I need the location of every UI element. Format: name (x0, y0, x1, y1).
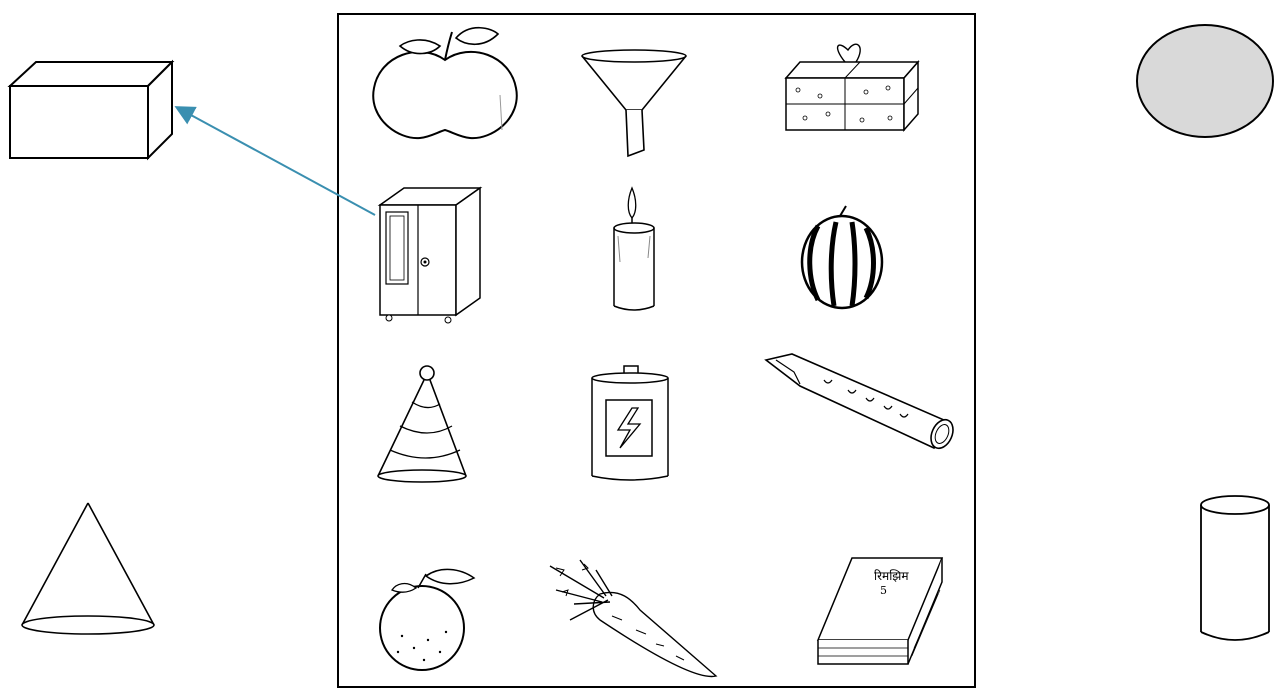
sphere-icon[interactable] (1137, 25, 1273, 137)
cupboard-icon[interactable] (380, 188, 480, 323)
cuboid-icon[interactable] (10, 62, 172, 158)
book-title-text: रिमझिम (874, 569, 909, 583)
cone-icon[interactable] (22, 503, 154, 634)
cylinder-icon[interactable] (1201, 496, 1269, 640)
book-number-text: 5 (880, 584, 887, 597)
